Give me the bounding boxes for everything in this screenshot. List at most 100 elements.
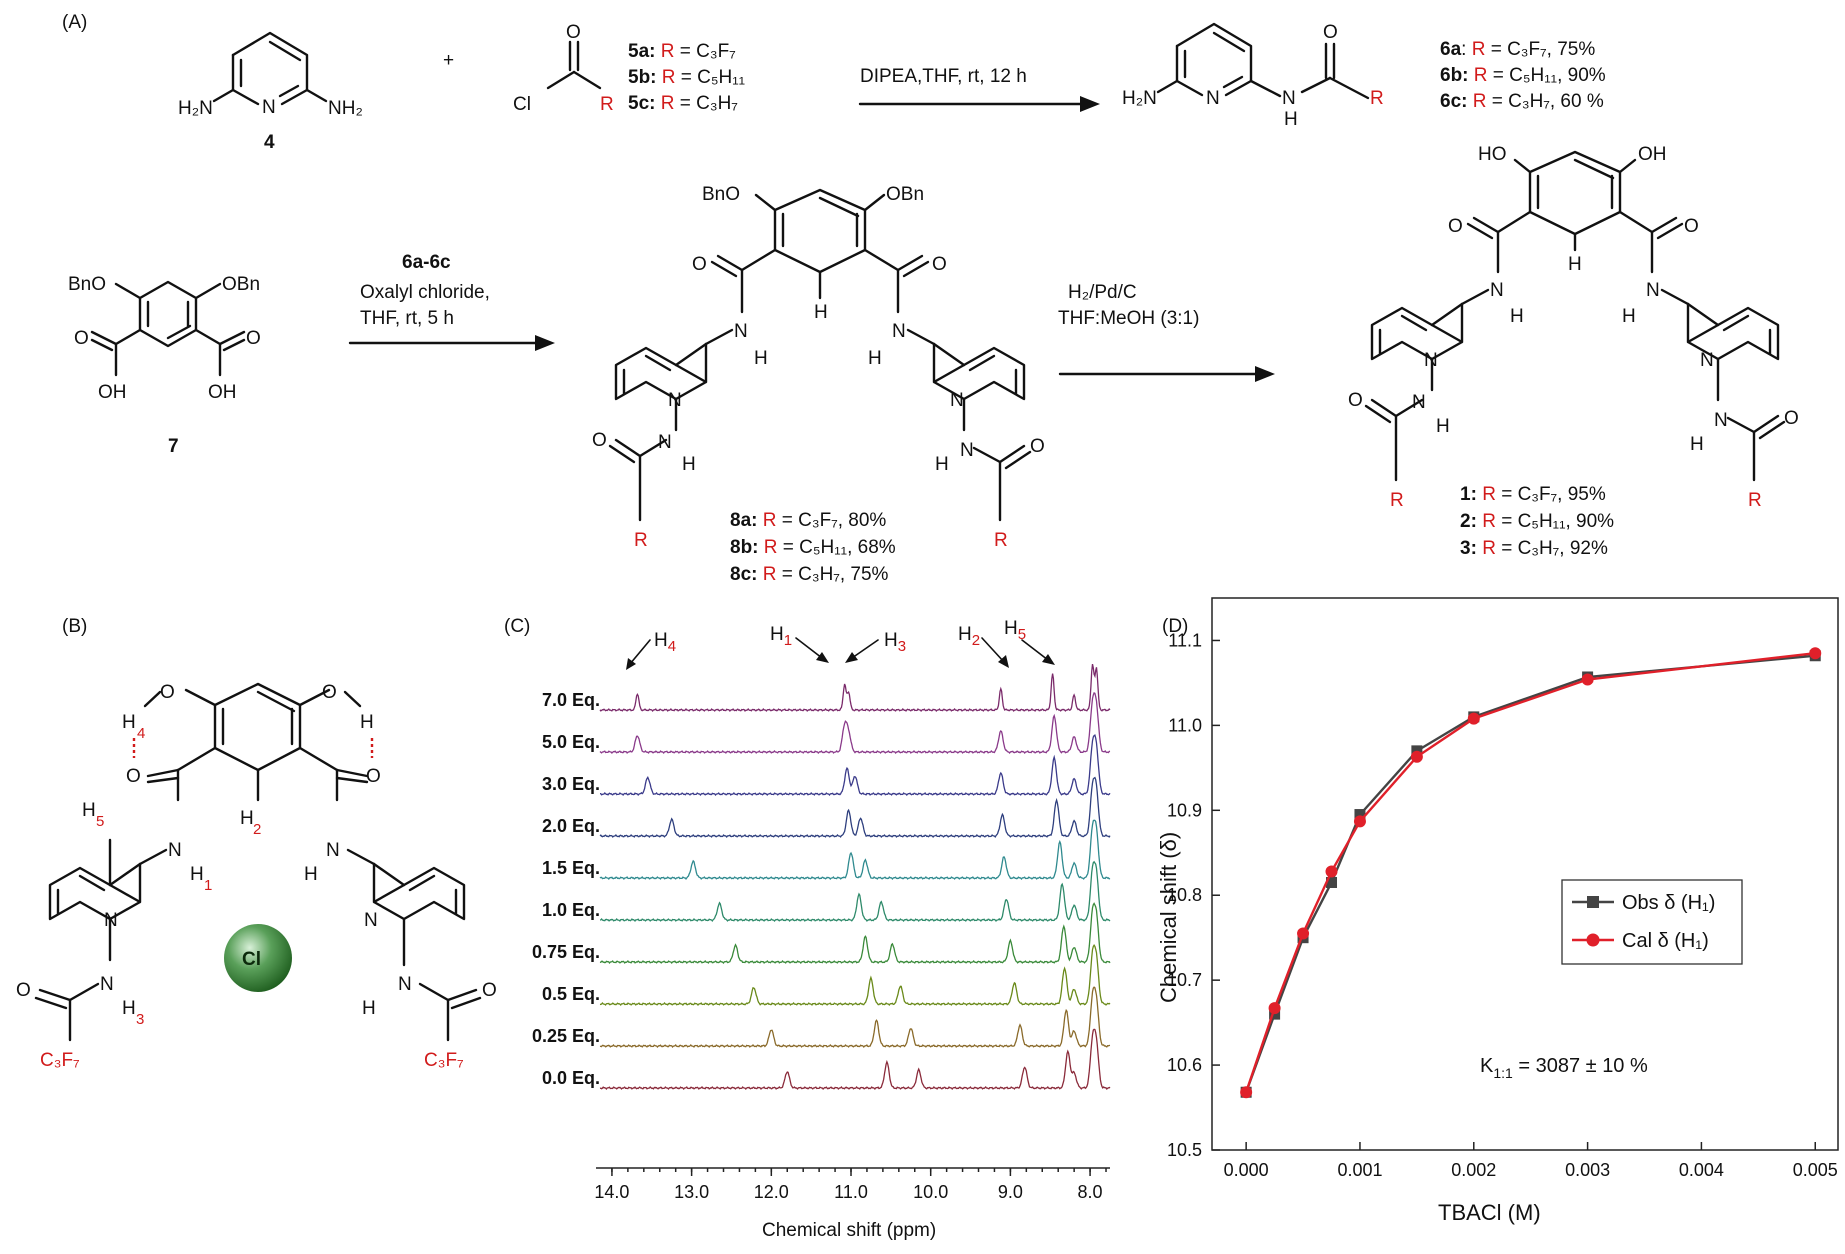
spectrum-label: 0.0 Eq. [542,1068,600,1088]
atom-N: N [950,390,964,411]
atom-H: H [1436,416,1450,437]
svg-text:6a: R = C₃F₇, 75%: 6a: R = C₃F₇, 75% [1440,39,1595,60]
nmr-tick-label: 14.0 [594,1182,629,1202]
data-point-cal [1581,673,1594,686]
step2-conditions-line1: Oxalyl chloride, [360,282,490,303]
nmr-tick-label: 10.0 [913,1182,948,1202]
svg-text:H3: H3 [884,630,906,655]
atom-R: R [634,530,648,551]
data-point-obs [1354,809,1366,821]
atom-H: H [868,348,882,369]
data-point-cal [1325,865,1338,878]
final-product-structure: HO OH O O H N H N H N N H O R N [1348,144,1799,511]
nmr-label-arrows [626,637,1055,670]
svg-text:6b: R = C₅H₁₁, 90%: 6b: R = C₅H₁₁, 90% [1440,65,1606,86]
arrowhead-1 [1080,96,1100,112]
atom-Cl: Cl [513,94,531,115]
nmr-tick-label: 8.0 [1078,1182,1103,1202]
atom-N: N [398,974,412,995]
svg-text:8a: R = C₃F₇, 80%: 8a: R = C₃F₇, 80% [730,510,886,531]
atom-OBn: OBn [886,184,924,205]
spectrum-label: 0.25 Eq. [532,1026,600,1046]
x-tick-label: 0.000 [1224,1160,1269,1180]
atom-H: H [82,800,96,821]
h3-label: 3 [136,1011,144,1028]
step2-conditions-line2: THF, rt, 5 h [360,308,454,329]
svg-text:2: R = C₅H₁₁, 90%: 2: R = C₅H₁₁, 90% [1460,511,1614,532]
atom-N: N [1646,280,1660,301]
atom-O: O [932,254,947,275]
atom-N: N [734,321,748,342]
atom-R: R [600,94,614,115]
spectrum-trace [599,943,1111,1007]
legend-marker-obs [1587,896,1599,908]
step2-reagent: 6a-6c [402,252,451,273]
nmr-spectra-panel: 7.0 Eq.5.0 Eq.3.0 Eq.2.0 Eq.1.5 Eq.1.0 E… [532,663,1111,1202]
atom-NH2: NH₂ [328,98,363,119]
atom-O: O [1448,216,1463,237]
h4-label: 4 [137,725,145,742]
atom-BnO: BnO [702,184,740,205]
compound-8-structure: BnO OBn O O H N H N H N N H O R N [592,184,1045,551]
final-product-legend: 1: R = C₃F₇, 95% 2: R = C₅H₁₁, 90% 3: R … [1460,484,1614,559]
spectrum-trace [599,902,1111,965]
compound-8-legend: 8a: R = C₃F₇, 80% 8b: R = C₅H₁₁, 68% 8c:… [730,510,896,585]
nmr-tick-label: 12.0 [754,1182,789,1202]
spectrum-label: 2.0 Eq. [542,816,600,836]
compound-7-label: 7 [168,436,179,457]
nmr-peak-labels: H4 H1 H3 H2 H5 [654,618,1026,655]
spectrum-label: 3.0 Eq. [542,774,600,794]
atom-N: N [326,840,340,861]
atom-O: O [482,980,497,1001]
spectrum-trace [599,986,1111,1049]
atom-N: N [1490,280,1504,301]
svg-text:H4: H4 [654,630,676,655]
atom-N: N [168,840,182,861]
y-tick-label: 10.7 [1167,970,1202,990]
atom-H: H [814,302,828,323]
atom-R: R [994,530,1008,551]
chart-x-axis-label: TBACl (M) [1438,1200,1541,1225]
atom-N: N [1206,88,1220,109]
atom-R: R [1370,88,1384,109]
y-tick-label: 10.8 [1167,885,1202,905]
svg-text:H2: H2 [958,624,980,649]
svg-text:1: R = C₃F₇, 95%: 1: R = C₃F₇, 95% [1460,484,1606,505]
atom-H: H [240,808,254,829]
data-point-cal [1297,927,1310,940]
y-tick-label: 10.6 [1167,1055,1202,1075]
substituent-left: C₃F₇ [40,1050,80,1071]
atom-O: O [1684,216,1699,237]
compound-4-label: 4 [264,132,275,153]
atom-N: N [1700,350,1714,371]
chart-annotation: K1:1 = 3087 ± 10 % [1480,1055,1648,1081]
atom-O: O [366,766,381,787]
svg-text:5c: R = C₃H₇: 5c: R = C₃H₇ [628,93,738,114]
spectrum-trace [599,860,1111,923]
y-tick-label: 10.9 [1167,800,1202,820]
x-tick-label: 0.001 [1337,1160,1382,1180]
spectrum-label: 1.0 Eq. [542,900,600,920]
svg-text:3: R = C₃H₇, 92%: 3: R = C₃H₇, 92% [1460,538,1608,559]
arrowhead-2 [535,335,555,351]
nmr-tick-label: 13.0 [674,1182,709,1202]
atom-R: R [1390,490,1404,511]
atom-N: N [364,910,378,931]
atom-N: N [658,432,672,453]
atom-O: O [126,766,141,787]
h5-label: 5 [96,813,104,830]
spectrum-label: 7.0 Eq. [542,690,600,710]
spectrum-label: 1.5 Eq. [542,858,600,878]
panel-label-c: (C) [504,616,530,637]
atom-H: H [122,998,136,1019]
spectrum-trace [599,663,1111,713]
substituent-right: C₃F₇ [424,1050,464,1071]
atom-O: O [16,980,31,1001]
nmr-x-axis-label: Chemical shift (ppm) [762,1220,936,1241]
atom-O: O [692,254,707,275]
data-point-obs [1326,876,1338,888]
atom-R: R [1748,490,1762,511]
legend-label-obs: Obs δ (H₁) [1622,892,1715,914]
data-point-cal [1268,1002,1281,1015]
data-point-cal [1410,750,1423,763]
